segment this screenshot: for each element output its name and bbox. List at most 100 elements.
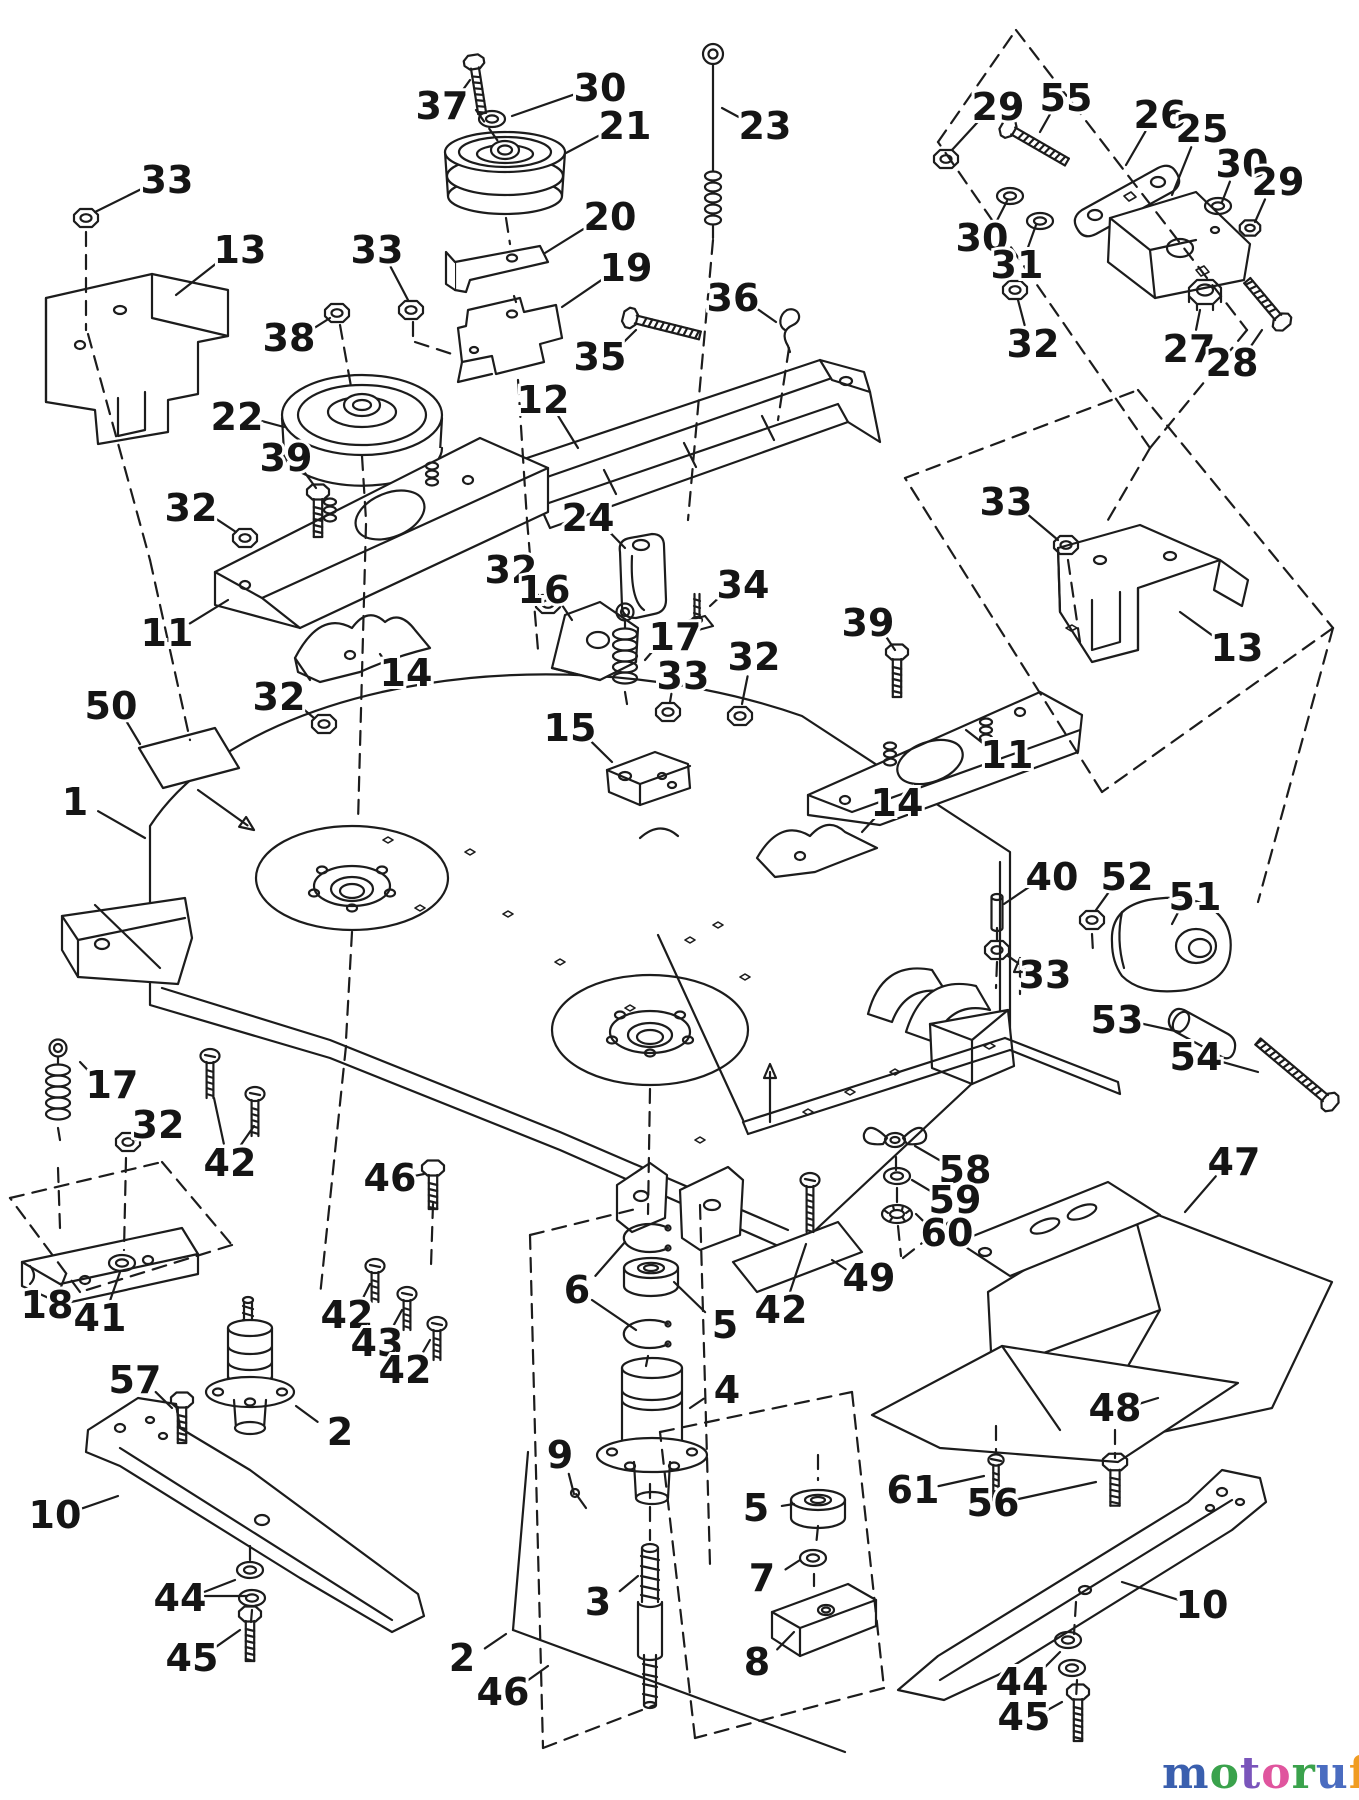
callout-10: 10 [1120, 1580, 1231, 1630]
leader-extensions [203, 1124, 847, 1754]
clevis-24 [618, 532, 668, 620]
callout-28: 28 [1203, 328, 1264, 388]
callout-32: 32 [129, 1100, 188, 1150]
front-left-bracket [60, 896, 194, 986]
part-number: 39 [260, 436, 313, 480]
part-number: 44 [996, 1660, 1049, 1704]
screw-glyph [364, 1257, 386, 1304]
callout-44: 44 [993, 1650, 1062, 1707]
callout-24: 24 [559, 493, 627, 550]
callout-41: 41 [71, 1270, 129, 1343]
callout-29: 29 [1249, 157, 1307, 224]
grease-fitting-glyph [569, 1487, 588, 1510]
part-number: 22 [211, 395, 264, 439]
part-number: 24 [562, 496, 615, 540]
part-number: 53 [1091, 998, 1144, 1042]
bracket-15 [605, 750, 692, 807]
callout-57: 57 [106, 1355, 174, 1410]
callout-55: 55 [1037, 73, 1095, 134]
callout-14: 14 [377, 648, 436, 698]
pin-glyph [990, 892, 1004, 933]
bracket-19 [456, 296, 564, 384]
callout-26: 26 [1124, 90, 1189, 167]
part-number: 3 [585, 1580, 611, 1624]
part-number: 49 [843, 1256, 896, 1300]
part-number: 59 [929, 1178, 982, 1222]
bolt-glyph [1254, 1037, 1340, 1113]
bolt-glyph [462, 53, 488, 116]
part-number: 37 [416, 84, 469, 128]
callout-49: 49 [830, 1253, 898, 1303]
bolt-glyph [169, 1391, 195, 1445]
part-number: 32 [485, 548, 538, 592]
callout-11: 11 [138, 598, 230, 658]
callout-13: 13 [174, 225, 269, 297]
bracket-13-left [44, 272, 230, 446]
part-number: 45 [998, 1695, 1051, 1739]
pulley-22 [280, 373, 444, 487]
nut-glyph [1238, 219, 1262, 237]
washer-glyph [477, 109, 507, 129]
callout-1: 1 [59, 777, 147, 840]
callout-31: 31 [988, 223, 1046, 290]
callout-39: 39 [257, 433, 318, 490]
blade-10-right [896, 1468, 1268, 1702]
part-number: 45 [166, 1636, 219, 1680]
callout-42: 42 [201, 1096, 259, 1188]
part-number: 30 [1216, 142, 1269, 186]
part-number: 12 [517, 378, 570, 422]
bearing-glyph [622, 1256, 680, 1298]
wing-nut-glyph [862, 1126, 928, 1149]
part-number: 42 [379, 1348, 432, 1392]
callout-44: 44 [151, 1573, 237, 1623]
callout-32: 32 [482, 545, 542, 600]
callout-33: 33 [348, 225, 410, 302]
nut-glyph [932, 148, 960, 170]
block-8 [770, 1582, 878, 1658]
part-number: 56 [967, 1481, 1020, 1525]
callout-23: 23 [720, 101, 794, 151]
callout-59: 59 [910, 1175, 984, 1225]
part-number: 54 [1170, 1035, 1223, 1079]
construction-lines [8, 28, 1335, 1750]
callout-53: 53 [1088, 995, 1182, 1045]
part-number: 36 [707, 276, 760, 320]
hinge-plate [956, 1180, 1162, 1278]
nut-glyph [534, 593, 562, 615]
callout-37: 37 [413, 78, 471, 131]
callout-54: 54 [1167, 1032, 1260, 1082]
part-number: 42 [321, 1293, 374, 1337]
part-number: 32 [253, 675, 306, 719]
screw-glyph [987, 1453, 1005, 1506]
part-number: 10 [29, 1493, 82, 1537]
callout-19: 19 [560, 243, 655, 309]
idler-pulley-21 [443, 130, 567, 216]
callout-30: 30 [510, 63, 629, 118]
spring-glyph [611, 602, 639, 706]
callout-51: 51 [1166, 872, 1224, 926]
part-number: 33 [141, 158, 194, 202]
part-number: 5 [712, 1303, 738, 1347]
part-number: 8 [744, 1640, 770, 1684]
callout-45: 45 [995, 1692, 1064, 1742]
part-number: 44 [154, 1576, 207, 1620]
part-number: 2 [449, 1636, 475, 1680]
callout-32: 32 [1004, 298, 1062, 369]
part-number: 32 [1007, 322, 1060, 366]
part-number: 33 [657, 654, 710, 698]
decal-50 [137, 726, 241, 790]
part-number: 43 [351, 1321, 404, 1365]
part-number: 32 [132, 1103, 185, 1147]
screw-glyph [426, 1315, 448, 1362]
part-number: 31 [991, 243, 1044, 287]
part-number: 18 [21, 1283, 74, 1327]
part-number: 13 [1211, 626, 1264, 670]
callout-6: 6 [561, 1240, 627, 1315]
callout-30: 30 [1213, 139, 1271, 204]
part-number: 33 [1019, 953, 1072, 997]
callout-2: 2 [294, 1404, 356, 1457]
bolt-glyph [420, 1159, 446, 1211]
callout-7: 7 [746, 1553, 802, 1603]
